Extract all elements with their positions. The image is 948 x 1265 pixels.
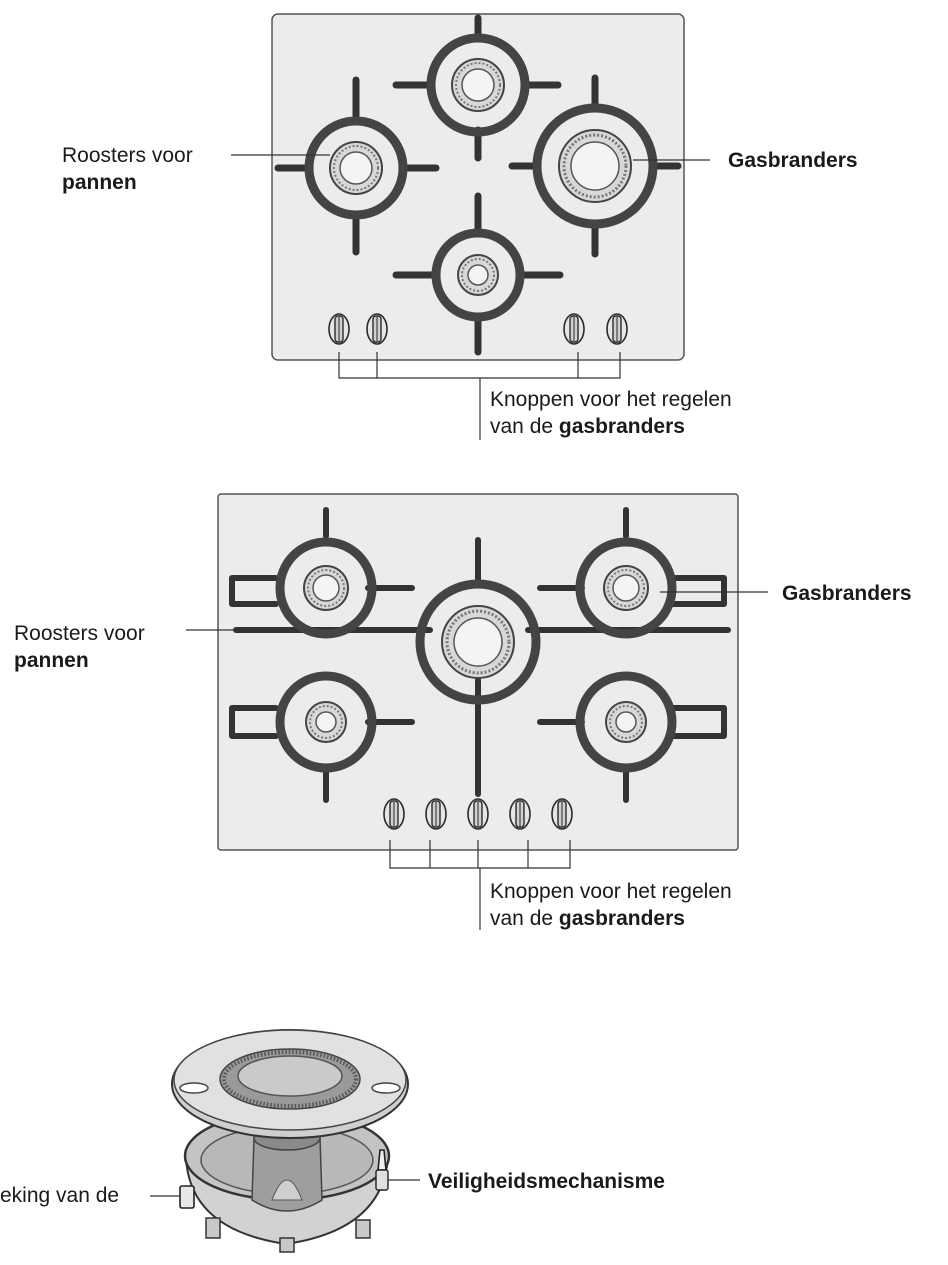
- hob-1-burners-label: Gasbranders: [728, 149, 858, 172]
- safety-electrode-icon: [377, 1149, 387, 1171]
- hob-1-knobs-label-line1: Knoppen voor het regelen: [490, 388, 732, 411]
- hob-1-grids-label: Roosters voor pannen: [62, 142, 193, 196]
- hob-1-knobs-label: Knoppen voor het regelen van de gasbrand…: [490, 386, 732, 440]
- hob-1-knob-3[interactable]: [563, 313, 585, 345]
- hob-1-knob-2[interactable]: [366, 313, 388, 345]
- hob-1-knob-4[interactable]: [606, 313, 628, 345]
- hob-2-burner-bottom-right: [575, 671, 677, 773]
- burner-detail: [150, 1029, 420, 1253]
- hob-1-grids-label-line1: Roosters voor: [62, 144, 193, 167]
- hob-2-leader-lines: [186, 591, 768, 930]
- hob-1-burner-left: [274, 76, 440, 256]
- hob-2-burner-top-left: [275, 537, 377, 639]
- thermocouple-icon: [179, 1185, 195, 1209]
- hob-2-knob-3[interactable]: [467, 798, 489, 830]
- hob-1-knob-1[interactable]: [328, 313, 350, 345]
- hob-2-burner-center: [415, 579, 541, 705]
- hob-2-knob-1[interactable]: [383, 798, 405, 830]
- hob-1-grids-label-line2: pannen: [62, 171, 137, 194]
- hob-1-burner-bottom: [392, 192, 564, 356]
- hob-1-knobs-label-line2b: gasbranders: [558, 415, 685, 438]
- hob-2-burner-bottom-left: [275, 671, 377, 773]
- hob-2-burner-top-right: [575, 537, 677, 639]
- hob-1-burner-top: [392, 14, 562, 162]
- hob-2-knobs-label-line2b: gasbranders: [558, 907, 685, 930]
- hob-2-knob-4[interactable]: [509, 798, 531, 830]
- hob-2-grids-label-line1: Roosters voor: [14, 622, 145, 645]
- hob-2-knobs-label: Knoppen voor het regelen van de gasbrand…: [490, 878, 732, 932]
- hob-2-burners-label: Gasbranders: [782, 582, 912, 605]
- hob-2-grids-label-line2: pannen: [14, 649, 89, 672]
- hob-1-burner-right: [508, 74, 682, 258]
- safety-mechanism-label: Veiligheidsmechanisme: [428, 1170, 665, 1193]
- burner-detail-leader-lines: [150, 1179, 420, 1197]
- hob-1-glass-panel: [271, 13, 685, 361]
- hob-2-knob-5[interactable]: [551, 798, 573, 830]
- hob-2: [186, 493, 768, 930]
- hob-2-grids-label: Roosters voor pannen: [14, 620, 145, 674]
- burner-left-label: eking van de: [0, 1184, 120, 1207]
- hob-2-knobs-label-line2a: van de: [490, 907, 559, 930]
- hob-1: [231, 13, 710, 440]
- burner-cap: [171, 1029, 409, 1139]
- hob-2-knobs-label-line1: Knoppen voor het regelen: [490, 880, 732, 903]
- hob-1-knobs-label-line2a: van de: [490, 415, 559, 438]
- hob-2-knob-2[interactable]: [425, 798, 447, 830]
- hob-1-leader-lines: [231, 154, 710, 440]
